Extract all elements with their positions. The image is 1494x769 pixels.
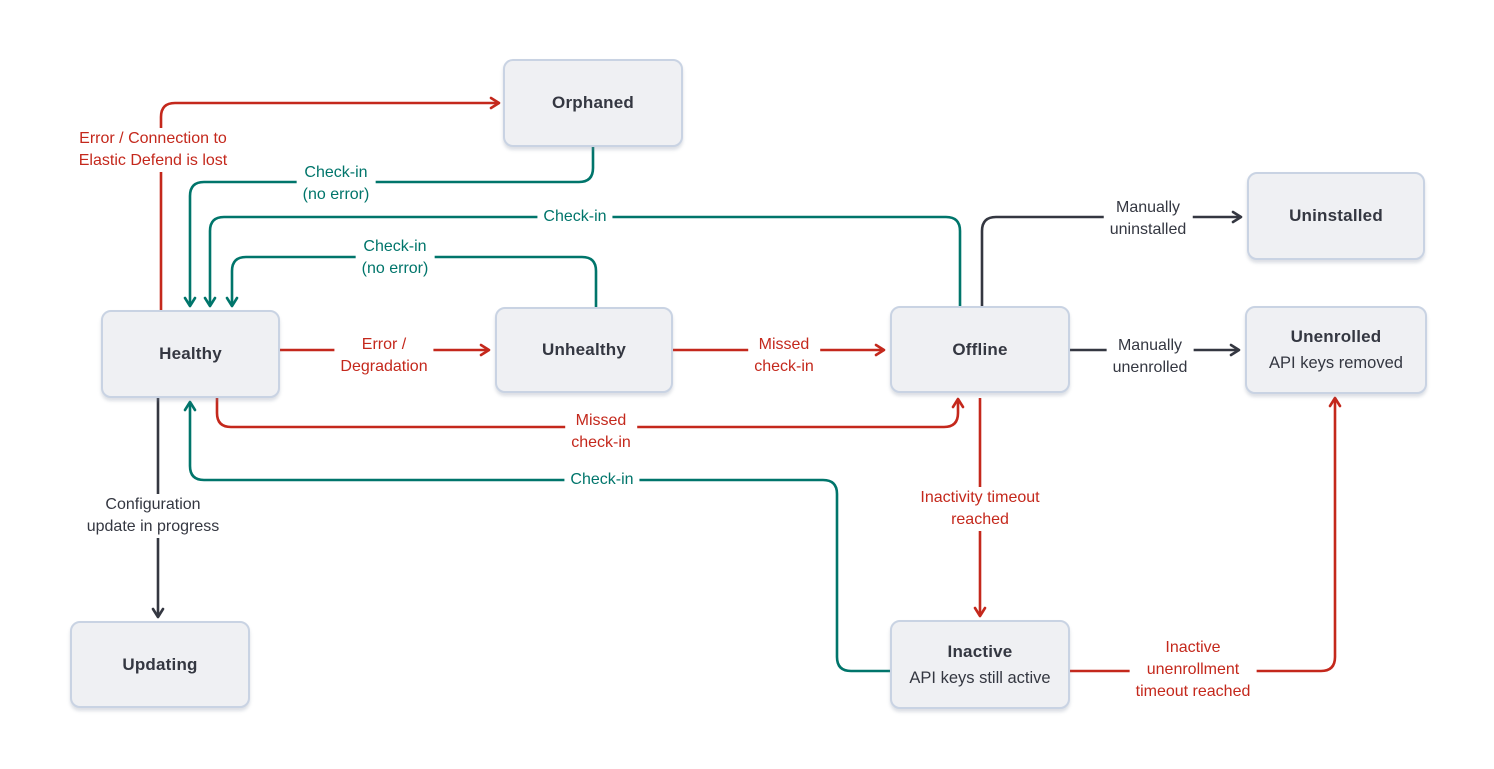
- state-node-healthy: Healthy: [101, 310, 280, 398]
- edge-label-offline-to-inactive: Inactivity timeout reached: [914, 487, 1046, 531]
- edge-label-line: Configuration: [105, 496, 201, 513]
- state-node-inactive: Inactive API keys still active: [890, 620, 1070, 709]
- edge-label-line: Check-in: [363, 238, 427, 255]
- edge-label-line: Manually: [1117, 337, 1183, 354]
- edge-label-line: Check-in: [570, 471, 634, 488]
- state-node-orphaned: Orphaned: [503, 59, 683, 147]
- edge-label-unhealthy-to-healthy: Check-in (no error): [355, 236, 435, 280]
- state-node-unhealthy: Unhealthy: [495, 307, 673, 393]
- edge-label-line: Degradation: [340, 358, 428, 375]
- edge-label-inactive-to-unenrolled: Inactive unenrollment timeout reached: [1129, 637, 1257, 703]
- state-node-offline: Offline: [890, 306, 1070, 393]
- state-node-label: Orphaned: [552, 93, 634, 112]
- state-node-label: Uninstalled: [1289, 206, 1383, 225]
- edge-label-line: Error / Connection to: [79, 130, 227, 147]
- edge-label-healthy-to-unhealthy: Error / Degradation: [334, 334, 434, 378]
- state-node-updating: Updating: [70, 621, 250, 708]
- state-node-sublabel: API keys still active: [909, 668, 1051, 687]
- edge-healthy-to-orphaned: [159, 96, 501, 310]
- edge-offline-to-uninstalled: [980, 210, 1243, 307]
- edge-label-line: (no error): [302, 186, 370, 203]
- edge-label-line: (no error): [361, 260, 429, 277]
- edge-label-line: check-in: [571, 434, 631, 451]
- edge-label-line: Manually: [1115, 199, 1181, 216]
- state-node-sublabel: API keys removed: [1269, 354, 1403, 372]
- edge-label-line: unenrolled: [1112, 359, 1188, 376]
- edge-label-line: Inactive: [1165, 639, 1221, 656]
- state-node-label: Healthy: [159, 344, 222, 363]
- edge-label-offline-to-unenrolled: Manually unenrolled: [1106, 335, 1194, 379]
- edge-label-healthy-to-orphaned: Error / Connection to Elastic Defend is …: [72, 128, 234, 172]
- edge-label-line: Inactivity timeout: [920, 489, 1040, 506]
- edge-offline-to-healthy: [203, 215, 962, 308]
- edge-label-inactive-to-healthy: Check-in: [564, 469, 640, 491]
- edge-label-line: timeout reached: [1135, 683, 1251, 700]
- edge-label-line: update in progress: [86, 518, 220, 535]
- state-node-label: Offline: [952, 339, 1008, 359]
- state-node-label: Inactive: [947, 641, 1013, 661]
- state-node-uninstalled: Uninstalled: [1247, 172, 1425, 260]
- edge-label-offline-to-uninstalled: Manually uninstalled: [1103, 197, 1193, 241]
- edge-inactive-to-unenrolled: [1070, 396, 1342, 673]
- edge-label-line: Missed: [758, 336, 810, 353]
- state-node-label: Unenrolled: [1290, 327, 1382, 346]
- edge-label-line: check-in: [754, 358, 814, 375]
- edge-label-line: Error /: [361, 336, 407, 353]
- edge-label-line: Elastic Defend is lost: [78, 152, 228, 169]
- edge-label-healthy-to-offline: Missed check-in: [565, 410, 637, 454]
- edge-label-unhealthy-to-offline: Missed check-in: [748, 334, 820, 378]
- edge-label-orphaned-to-healthy: Check-in (no error): [296, 162, 376, 206]
- edge-label-line: Missed: [575, 412, 627, 429]
- edge-label-line: Check-in: [304, 164, 368, 181]
- state-node-unenrolled: Unenrolled API keys removed: [1245, 306, 1427, 394]
- state-node-label: Updating: [122, 654, 198, 674]
- edge-orphaned-to-healthy: [183, 146, 595, 308]
- state-node-label: Unhealthy: [542, 340, 626, 359]
- edge-inactive-to-healthy: [183, 400, 890, 673]
- edge-label-healthy-to-updating: Configuration update in progress: [80, 494, 226, 538]
- edge-label-line: unenrollment: [1146, 661, 1240, 678]
- edge-label-line: reached: [951, 511, 1009, 528]
- edge-label-offline-to-healthy: Check-in: [537, 206, 613, 228]
- edge-label-line: uninstalled: [1109, 221, 1187, 238]
- edge-label-line: Check-in: [543, 208, 607, 225]
